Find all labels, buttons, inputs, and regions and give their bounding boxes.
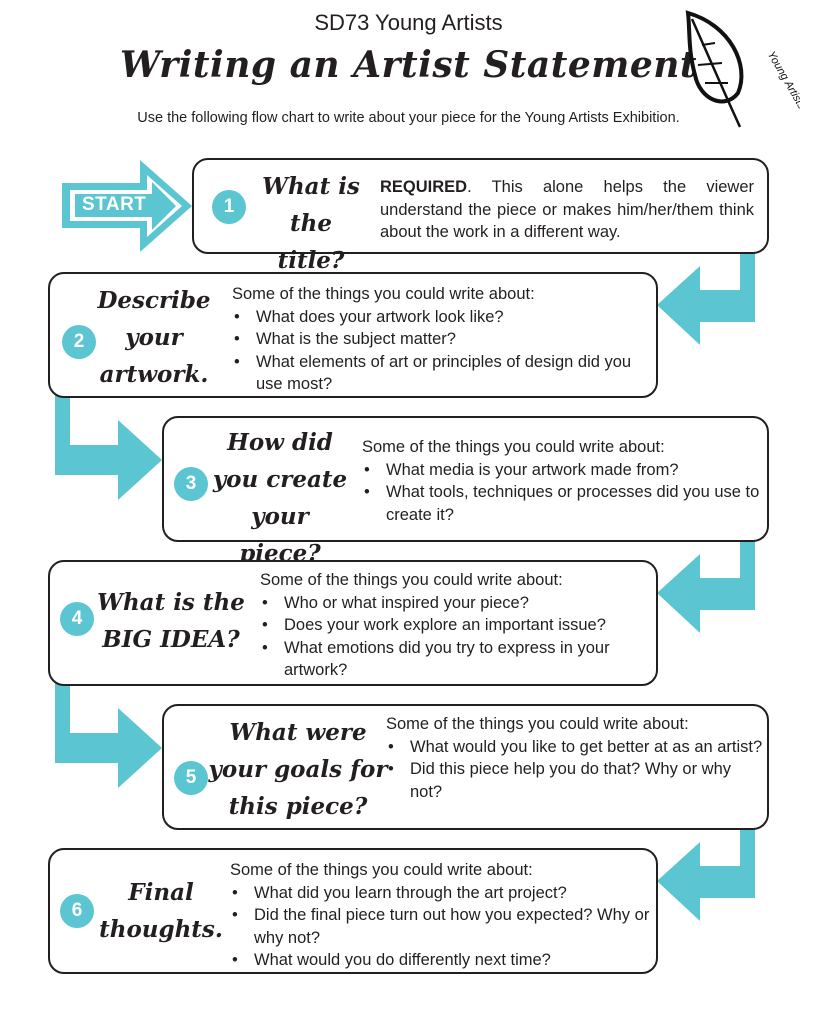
required-label: REQUIRED xyxy=(380,178,468,196)
step-number-badge: 1 xyxy=(212,190,246,224)
step-text: Some of the things you could write about… xyxy=(362,436,762,526)
step-2-box: 2 Describe your artwork. Some of the thing… xyxy=(48,272,658,398)
org-name: SD73 Young Artists xyxy=(314,10,503,35)
question-line: your goals for xyxy=(208,756,388,783)
step-question: Final thoughts. xyxy=(96,874,226,948)
step-question: Describe your artwork. xyxy=(94,282,214,393)
step-text: Some of the things you could write about… xyxy=(386,713,764,803)
question-line: artwork. xyxy=(99,361,209,388)
bullet-item: What elements of art or principles of de… xyxy=(234,351,652,396)
bullet-item: What would you like to get better at as … xyxy=(388,736,764,759)
question-line: your xyxy=(125,324,183,351)
bullet-item: What would you do differently next time? xyxy=(232,949,655,972)
question-line: you create xyxy=(212,466,348,493)
step-intro: Some of the things you could write about… xyxy=(260,571,563,589)
step-intro: Some of the things you could write about… xyxy=(230,861,533,879)
step-1-box: 1 What is the title? REQUIRED. This alone… xyxy=(192,158,769,274)
step-number-badge: 5 xyxy=(174,761,208,795)
step-5-box: 5 What were your goals for this piece? Som… xyxy=(162,704,769,830)
question-line: BIG IDEA? xyxy=(102,626,240,653)
bullet-item: What emotions did you try to express in … xyxy=(262,637,652,682)
question-line: What were xyxy=(229,719,367,746)
question-line: thoughts. xyxy=(99,916,223,943)
question-line: How did xyxy=(227,429,333,456)
page-title: Writing an Artist Statement xyxy=(119,44,698,86)
step-text: Some of the things you could write about… xyxy=(232,283,652,396)
bullet-item: Does your work explore an important issu… xyxy=(262,614,652,637)
bullet-item: Did this piece help you do that? Why or … xyxy=(388,758,764,803)
question-line: What is the xyxy=(97,589,245,616)
bullet-item: What did you learn through the art proje… xyxy=(232,882,655,905)
intro-text: Use the following flow chart to write ab… xyxy=(137,110,680,126)
bullet-item: What media is your artwork made from? xyxy=(364,459,762,482)
question-line: this piece? xyxy=(228,793,368,820)
question-line: Final xyxy=(128,879,194,906)
connector-arrow-2-3 xyxy=(55,384,162,500)
bullet-item: What does your artwork look like? xyxy=(234,306,652,329)
step-number-badge: 6 xyxy=(60,894,94,928)
step-text: REQUIRED. This alone helps the viewer un… xyxy=(380,176,754,244)
connector-arrow-1-2 xyxy=(657,238,755,345)
step-question: What is the title? xyxy=(256,168,366,279)
step-number-badge: 3 xyxy=(174,467,208,501)
step-number-badge: 4 xyxy=(60,602,94,636)
bullet-item: What is the subject matter? xyxy=(234,328,652,351)
step-intro: Some of the things you could write about… xyxy=(362,438,665,456)
question-line: Describe xyxy=(97,287,211,314)
question-line: What is xyxy=(262,173,360,200)
question-line: the title? xyxy=(277,210,345,274)
step-question: What were your goals for this piece? xyxy=(208,714,388,825)
connector-arrow-4-5 xyxy=(55,672,162,788)
step-intro: Some of the things you could write about… xyxy=(232,285,535,303)
connector-arrow-3-4 xyxy=(657,526,755,633)
bullet-item: What tools, techniques or processes did … xyxy=(364,481,762,526)
step-description: . This alone helps the viewer understand… xyxy=(380,178,754,241)
step-6-box: 6 Final thoughts. Some of the things you … xyxy=(48,848,658,974)
leaf-logo-icon: Young Artists xyxy=(685,10,800,128)
step-text: Some of the things you could write about… xyxy=(230,859,655,972)
connector-arrow-5-6 xyxy=(657,814,755,921)
bullet-item: Who or what inspired your piece? xyxy=(262,592,652,615)
step-text: Some of the things you could write about… xyxy=(260,569,652,682)
step-intro: Some of the things you could write about… xyxy=(386,715,689,733)
step-number-badge: 2 xyxy=(62,325,96,359)
bullet-item: Did the final piece turn out how you exp… xyxy=(232,904,655,949)
start-label: START xyxy=(82,194,147,215)
